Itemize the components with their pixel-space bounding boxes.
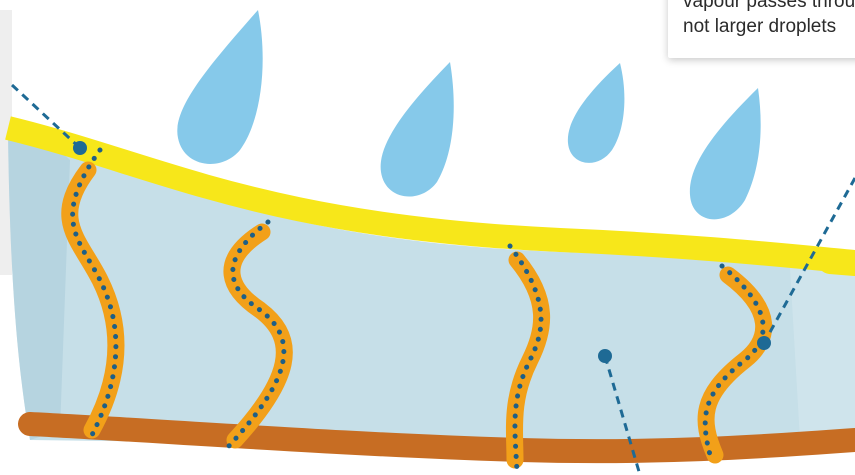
- raindrop-icon: [177, 10, 262, 164]
- pointer-dot-icon: [598, 349, 612, 363]
- callout-line-1: vapour passes through: [683, 0, 855, 14]
- callout-box: vapour passes through not larger droplet…: [668, 0, 855, 58]
- membrane-shade: [8, 130, 70, 440]
- callout-line-2: not larger droplets: [683, 14, 855, 39]
- callout-text: vapour passes through not larger droplet…: [683, 0, 855, 39]
- pointer-dot-icon: [73, 141, 87, 155]
- raindrop-icon: [381, 62, 454, 197]
- raindrop-icon: [568, 63, 625, 163]
- membrane-shade-right: [790, 268, 855, 445]
- raindrop-icon: [690, 88, 761, 219]
- pointer-dot-icon: [757, 336, 771, 350]
- outer-layer-end: [830, 262, 855, 264]
